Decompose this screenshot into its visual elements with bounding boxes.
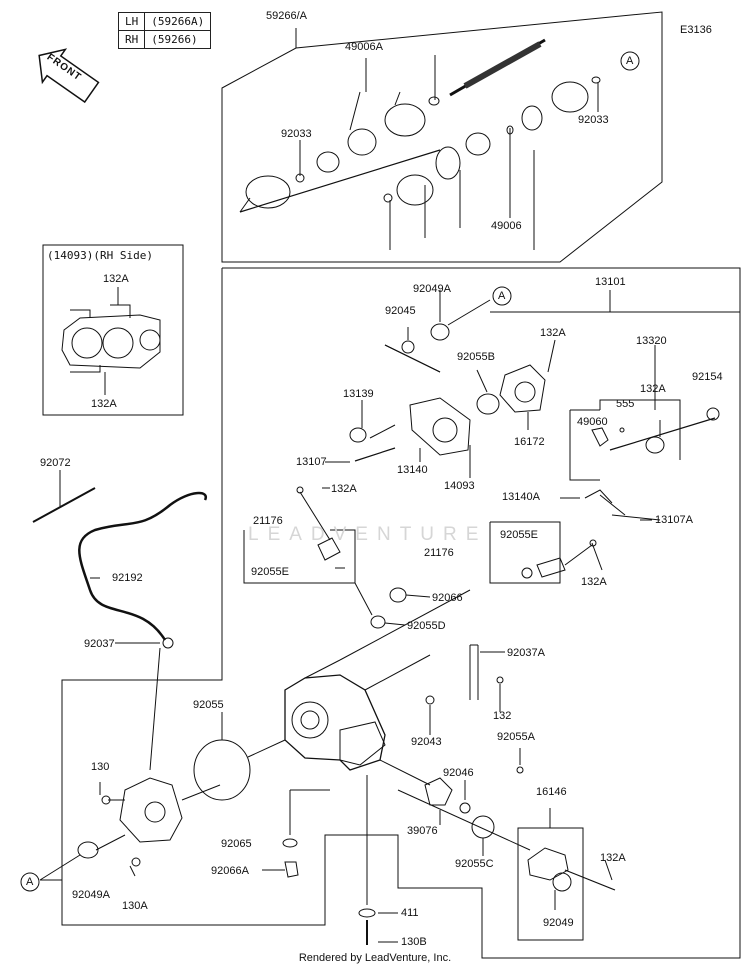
part-label[interactable]: 49006A: [345, 41, 383, 53]
part-label[interactable]: 13107A: [655, 514, 693, 526]
part-label[interactable]: 92072: [40, 457, 71, 469]
front-arrow: [38, 48, 100, 104]
part-label[interactable]: 92055E: [500, 529, 538, 541]
part-label[interactable]: 16146: [536, 786, 567, 798]
part-label[interactable]: 92033: [281, 128, 312, 140]
part-label[interactable]: 92043: [411, 736, 442, 748]
part-label[interactable]: 21176: [253, 515, 283, 527]
part-label[interactable]: 92037: [84, 638, 115, 650]
part-label[interactable]: 130: [91, 761, 110, 773]
part-label[interactable]: 92066A: [211, 865, 249, 877]
part-label[interactable]: 16172: [514, 436, 545, 448]
part-label[interactable]: 132A: [103, 273, 129, 285]
part-label[interactable]: 13320: [636, 335, 667, 347]
legend-row-rh: RH (59266): [117, 30, 212, 49]
legend-part: (59266A): [144, 12, 212, 31]
part-label[interactable]: 132A: [640, 383, 666, 395]
part-label[interactable]: 59266/A: [266, 10, 307, 22]
part-label[interactable]: 555: [616, 398, 635, 410]
part-label[interactable]: 92055: [193, 699, 224, 711]
part-label[interactable]: 92045: [385, 305, 416, 317]
part-label[interactable]: 130A: [122, 900, 148, 912]
part-label[interactable]: 13139: [343, 388, 374, 400]
part-label[interactable]: 13140A: [502, 491, 540, 503]
part-label[interactable]: 92049A: [413, 283, 451, 295]
watermark: LEADVENTURE: [248, 524, 488, 545]
legend-side: RH: [117, 30, 146, 49]
footer-credit: Rendered by LeadVenture, Inc.: [298, 952, 452, 964]
part-label[interactable]: 39076: [407, 825, 438, 837]
part-label[interactable]: 92055A: [497, 731, 535, 743]
legend-part: (59266): [144, 30, 212, 49]
legend-row-lh: LH (59266A): [117, 12, 212, 31]
part-label[interactable]: 132: [493, 710, 512, 722]
part-label[interactable]: 92033: [578, 114, 609, 126]
part-label[interactable]: 92055C: [455, 858, 494, 870]
part-label[interactable]: 92066: [432, 592, 463, 604]
side-legend: LH (59266A) RH (59266): [117, 12, 212, 49]
callout-a: A: [626, 55, 634, 67]
part-label[interactable]: 92049: [543, 917, 574, 929]
part-label[interactable]: 132A: [91, 398, 117, 410]
part-label[interactable]: 92037A: [507, 647, 545, 659]
part-label[interactable]: 132A: [540, 327, 566, 339]
part-label[interactable]: 92046: [443, 767, 474, 779]
part-label[interactable]: 130B: [401, 936, 427, 948]
inset-title: (14093)(RH Side): [47, 249, 153, 262]
part-label[interactable]: 49060: [577, 416, 608, 428]
inset-frame: [42, 244, 184, 416]
diagram-code: E3136: [680, 24, 712, 36]
sensor-right-bracket: [489, 521, 561, 584]
part-label[interactable]: 14093: [444, 480, 475, 492]
part-label[interactable]: 92055E: [251, 566, 289, 578]
callout-a: A: [26, 876, 34, 888]
main-group-frame: [61, 267, 741, 959]
part-label[interactable]: 21176: [424, 547, 454, 559]
part-label[interactable]: 92192: [112, 572, 143, 584]
part-label[interactable]: 411: [401, 907, 419, 919]
rear-cover: [119, 777, 183, 843]
part-label[interactable]: 13101: [595, 276, 626, 288]
part-label[interactable]: 13107: [296, 456, 327, 468]
part-label[interactable]: 13140: [397, 464, 428, 476]
part-label[interactable]: 92154: [692, 371, 723, 383]
part-label[interactable]: 92065: [221, 838, 252, 850]
part-label[interactable]: 92049A: [72, 889, 110, 901]
transmission-case: [284, 674, 386, 771]
legend-side: LH: [117, 12, 146, 31]
part-label[interactable]: 92055D: [407, 620, 446, 632]
callout-a: A: [498, 290, 506, 302]
part-label[interactable]: 132A: [331, 483, 357, 495]
part-label[interactable]: 132A: [581, 576, 607, 588]
part-label[interactable]: 49006: [491, 220, 522, 232]
part-label[interactable]: 92055B: [457, 351, 495, 363]
part-label[interactable]: 132A: [600, 852, 626, 864]
